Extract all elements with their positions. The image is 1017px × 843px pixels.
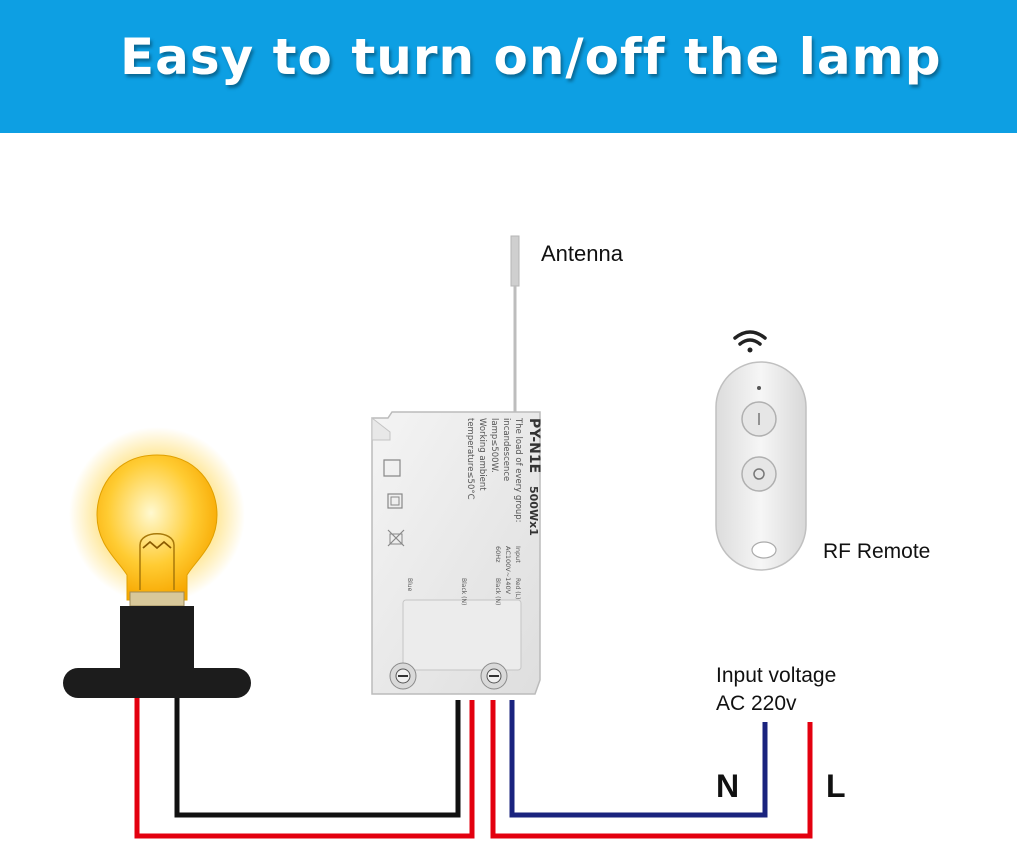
module-input-line: 60Hz (494, 546, 502, 563)
antenna (510, 235, 520, 420)
remote-off-button (741, 456, 777, 492)
terminal-screw (480, 662, 508, 690)
module-terminal-label: Black (N) (460, 578, 467, 605)
antenna-label: Antenna (541, 241, 623, 266)
module-model: PY-N1E (526, 418, 542, 473)
module-input-line: AC100V~140V (504, 546, 512, 595)
wifi-signal-icon (733, 330, 767, 353)
lamp-holder (63, 606, 251, 698)
input-voltage-label: Input voltage (716, 664, 837, 687)
light-bulb-icon (69, 427, 245, 607)
module-input-line: Input (514, 546, 522, 563)
banner-title: Easy to turn on/off the lamp (120, 28, 942, 86)
live-input-wire (490, 700, 813, 839)
neutral-input-wire (509, 700, 768, 818)
module-terminal-label: Blue (406, 578, 413, 592)
module-spec-line: temperature≤50°C (465, 418, 475, 500)
module-terminal-label: Red (L) (514, 578, 521, 599)
lamp-live-wire (134, 697, 475, 839)
module-spec-line: incandescence (501, 418, 511, 481)
wires (134, 697, 813, 839)
module-spec-line: Working ambient (477, 418, 487, 491)
module-spec-line: lamp≤500W. (489, 418, 499, 473)
terminal-screw (389, 662, 417, 690)
rf-remote (715, 361, 807, 571)
input-voltage-value: AC 220v (716, 692, 797, 715)
neutral-label: N (716, 768, 740, 804)
module-spec-line: The load of every group: (513, 417, 523, 523)
title-banner: Easy to turn on/off the lamp (0, 0, 1017, 133)
live-label: L (826, 768, 846, 804)
remote-on-button (741, 401, 777, 437)
lamp-neutral-wire (174, 697, 461, 818)
rf-remote-label: RF Remote (823, 540, 931, 563)
receiver-module: PY-N1E 500Wx1 The load of every group: i… (371, 411, 542, 695)
module-rating: 500Wx1 (527, 486, 540, 536)
module-terminal-label: Black (N) (494, 578, 501, 605)
